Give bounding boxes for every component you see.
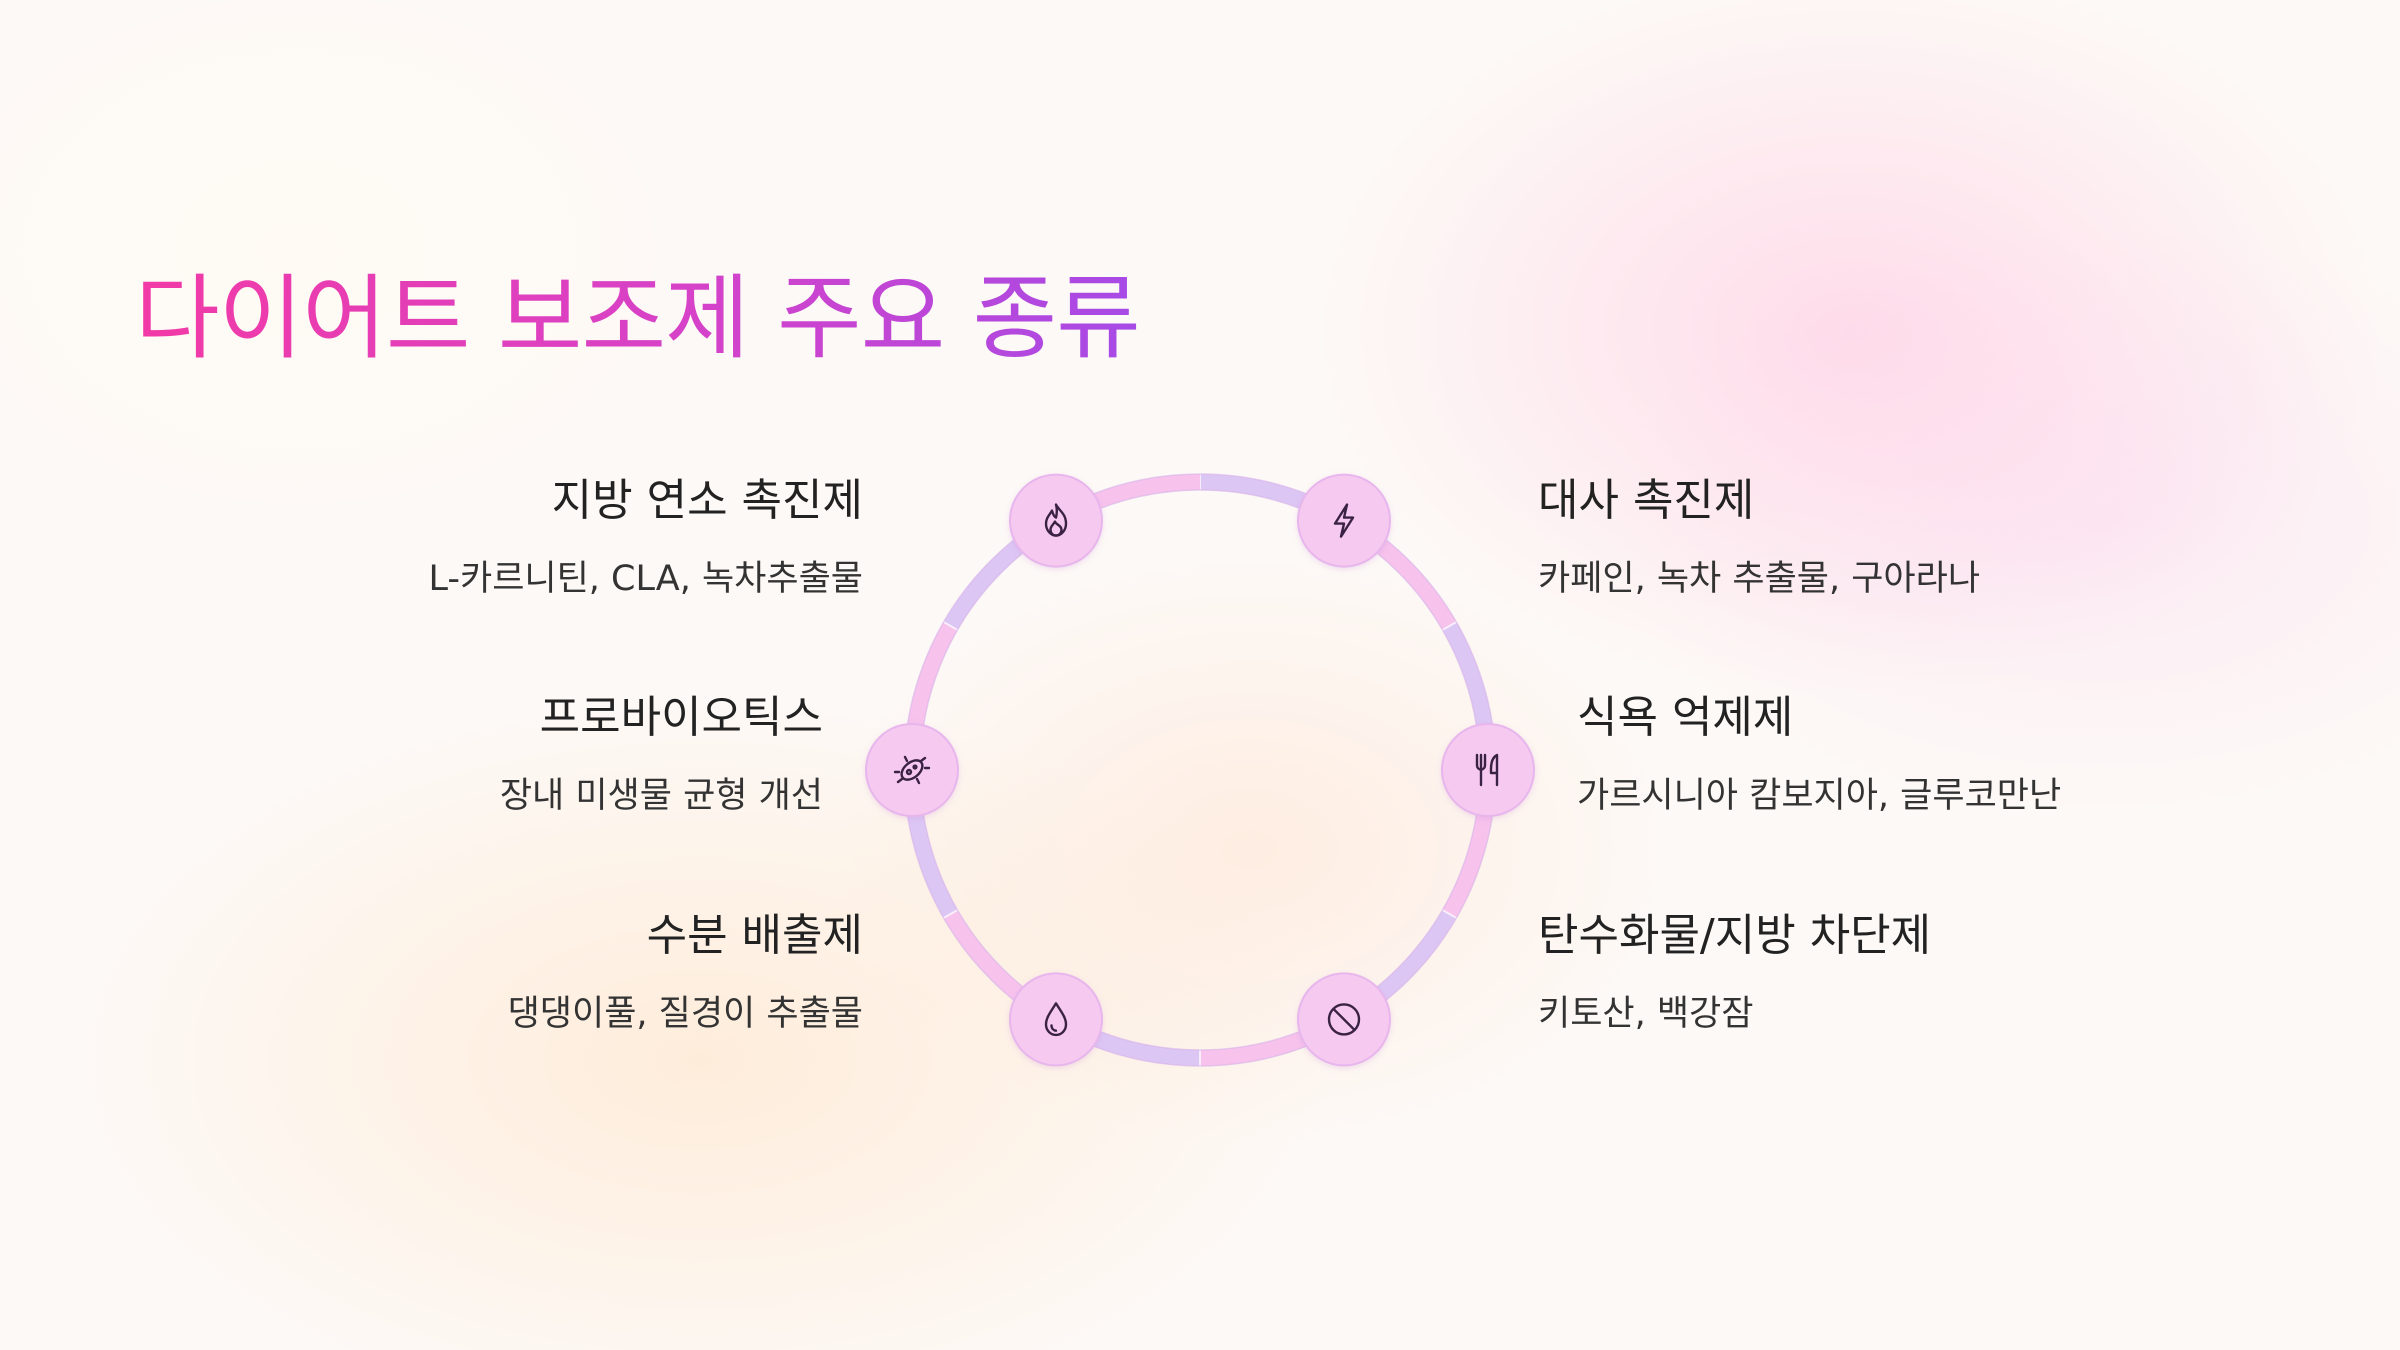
ring-tick bbox=[1441, 620, 1458, 632]
node-circle bbox=[1441, 723, 1535, 817]
ban-icon-stroke bbox=[1332, 1007, 1356, 1032]
ring-node bbox=[1009, 972, 1103, 1067]
ring-node bbox=[865, 723, 959, 817]
node-circle bbox=[1009, 972, 1103, 1067]
ring-nodes bbox=[865, 473, 1535, 1067]
microbe-icon-stroke bbox=[900, 759, 924, 781]
ring-tick bbox=[942, 908, 959, 920]
ring bbox=[903, 473, 1497, 1067]
ring-node bbox=[1441, 723, 1535, 817]
ban-icon bbox=[1327, 1003, 1361, 1036]
item-desc: 장내 미생물 균형 개선 bbox=[499, 775, 823, 816]
microbe-icon-stroke bbox=[912, 764, 918, 770]
item-carb-fat-blocker: 탄수화물/지방 차단제 키토산, 백강잠 bbox=[1538, 910, 2298, 1035]
ring-node bbox=[1297, 473, 1391, 568]
item-fat-burner: 지방 연소 촉진제 L-카르니틴, CLA, 녹차추출물 bbox=[103, 475, 863, 600]
item-title: 프로바이오틱스 bbox=[539, 692, 823, 743]
item-title: 식욕 억제제 bbox=[1577, 692, 1794, 743]
item-appetite-suppressant: 식욕 억제제 가르시니아 캄보지아, 글루코만난 bbox=[1577, 692, 2337, 817]
node-circle bbox=[865, 723, 959, 817]
node-circle bbox=[1009, 473, 1103, 568]
ring-node bbox=[1009, 473, 1103, 568]
item-diuretic: 수분 배출제 댕댕이풀, 질경이 추출물 bbox=[103, 910, 863, 1035]
microbe-icon-stroke bbox=[905, 768, 913, 776]
item-desc: 댕댕이풀, 질경이 추출물 bbox=[507, 993, 863, 1034]
flame-icon-stroke bbox=[1044, 503, 1068, 537]
item-title: 대사 촉진제 bbox=[1538, 475, 1755, 526]
item-desc: L-카르니틴, CLA, 녹차추출물 bbox=[428, 558, 863, 599]
item-desc: 가르시니아 캄보지아, 글루코만난 bbox=[1577, 775, 2062, 816]
ring-edge bbox=[919, 489, 1481, 1051]
page-title: 다이어트 보조제 주요 종류 bbox=[135, 265, 1141, 372]
utensils-icon bbox=[1475, 753, 1499, 787]
microbe-icon bbox=[893, 755, 931, 785]
ban-icon-stroke bbox=[1327, 1003, 1361, 1036]
ring-tick bbox=[1441, 908, 1458, 920]
item-title: 지방 연소 촉진제 bbox=[551, 475, 863, 526]
item-desc: 키토산, 백강잠 bbox=[1538, 993, 1754, 1034]
item-metabolism-booster: 대사 촉진제 카페인, 녹차 추출물, 구아라나 bbox=[1538, 475, 2298, 600]
droplet-icon-stroke bbox=[1044, 1002, 1068, 1037]
lightning-icon bbox=[1333, 503, 1355, 538]
ring-node bbox=[1297, 972, 1391, 1067]
node-circle bbox=[1297, 473, 1391, 568]
item-title: 탄수화물/지방 차단제 bbox=[1538, 910, 1932, 961]
item-title: 수분 배출제 bbox=[646, 910, 863, 961]
droplet-icon bbox=[1044, 1002, 1068, 1037]
droplet-icon-stroke bbox=[1050, 1024, 1058, 1032]
utensils-icon-stroke bbox=[1489, 753, 1499, 787]
item-probiotics: 프로바이오틱스 장내 미생물 균형 개선 bbox=[63, 692, 823, 817]
flame-icon bbox=[1044, 503, 1068, 537]
flame-icon-stroke bbox=[1049, 520, 1063, 537]
ring-tick bbox=[942, 620, 959, 632]
item-desc: 카페인, 녹차 추출물, 구아라나 bbox=[1538, 558, 1981, 599]
microbe-icon-stroke bbox=[893, 755, 931, 785]
lightning-icon-stroke bbox=[1333, 503, 1355, 538]
